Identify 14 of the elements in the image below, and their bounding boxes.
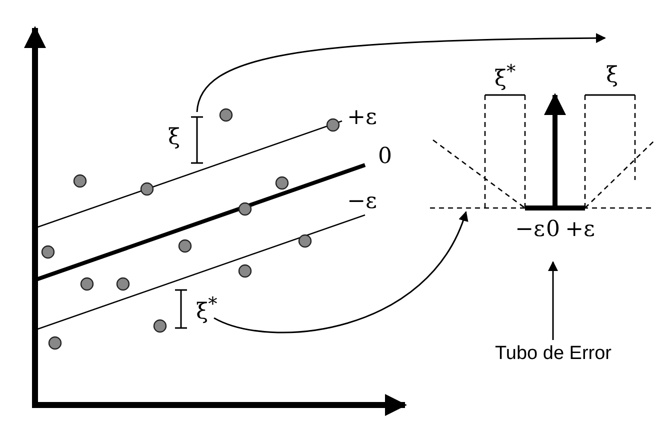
axis-label: 0	[546, 218, 560, 242]
axis-label: ξ$^{*}$	[494, 60, 516, 92]
axis-label: −ε	[347, 190, 377, 214]
curved-arrow	[196, 33, 606, 112]
error-tube-drawing	[429, 93, 656, 210]
axis-label: −ε	[515, 218, 545, 242]
axis-label: +ε	[565, 218, 595, 242]
axis-label: +ε	[347, 106, 377, 130]
text-label: Tubo de Error	[490, 340, 620, 370]
curved-arrow	[214, 211, 468, 333]
axis-label: ξ	[606, 64, 618, 88]
leader-line	[548, 261, 558, 340]
slack-bracket: ξ	[165, 112, 205, 166]
axis-label: 0	[378, 145, 392, 169]
